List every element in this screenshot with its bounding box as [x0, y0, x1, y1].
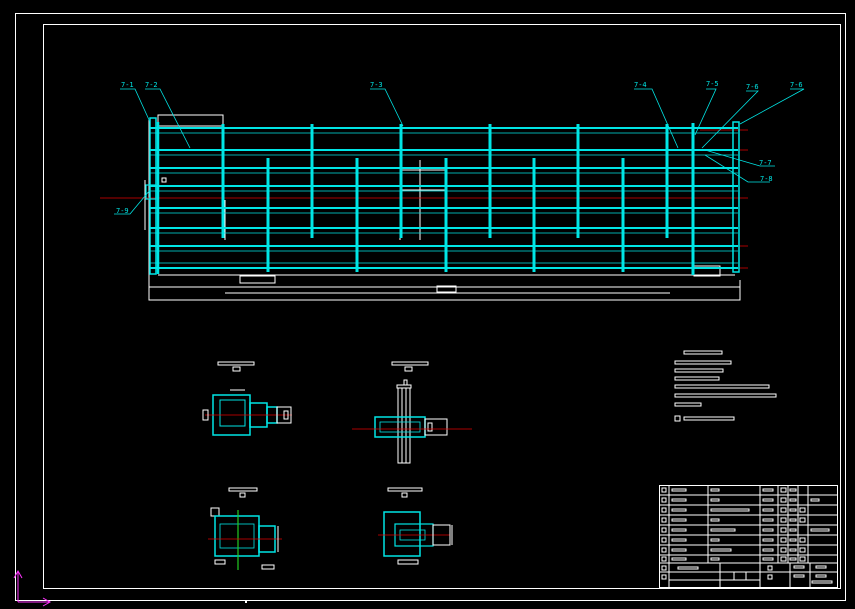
- detail-view-3: [208, 487, 282, 570]
- callout-label: 7-6: [790, 81, 803, 89]
- detail-view-4: [378, 487, 453, 565]
- callout-label: 7-9: [116, 207, 129, 215]
- title-block: [659, 485, 838, 588]
- callout-labels: 7-1 7-2 7-3 7-4 7-5 7-6 7-6 7-7 7-8 7-9: [116, 80, 803, 215]
- title-block-text-bars: [661, 487, 833, 584]
- callout-label: 7-3: [370, 81, 383, 89]
- callout-leaders: [114, 88, 805, 215]
- callout-label: 7-4: [634, 81, 647, 89]
- outer-sheet-border: [15, 13, 846, 601]
- inner-drawing-frame: [43, 24, 841, 589]
- callout-label: 7-7: [759, 159, 772, 167]
- callout-label: 7-1: [121, 81, 134, 89]
- callout-label: 7-6: [746, 83, 759, 91]
- detail-view-1: [202, 361, 292, 436]
- callout-label: 7-5: [706, 80, 719, 88]
- callout-label: 7-2: [145, 81, 158, 89]
- callout-label: 7-8: [760, 175, 773, 183]
- main-assembly-view: [100, 114, 748, 301]
- ucs-axis-icon: [13, 569, 52, 607]
- technical-notes: [674, 350, 777, 422]
- detail-view-2: [352, 361, 472, 464]
- origin-marker: [245, 601, 247, 603]
